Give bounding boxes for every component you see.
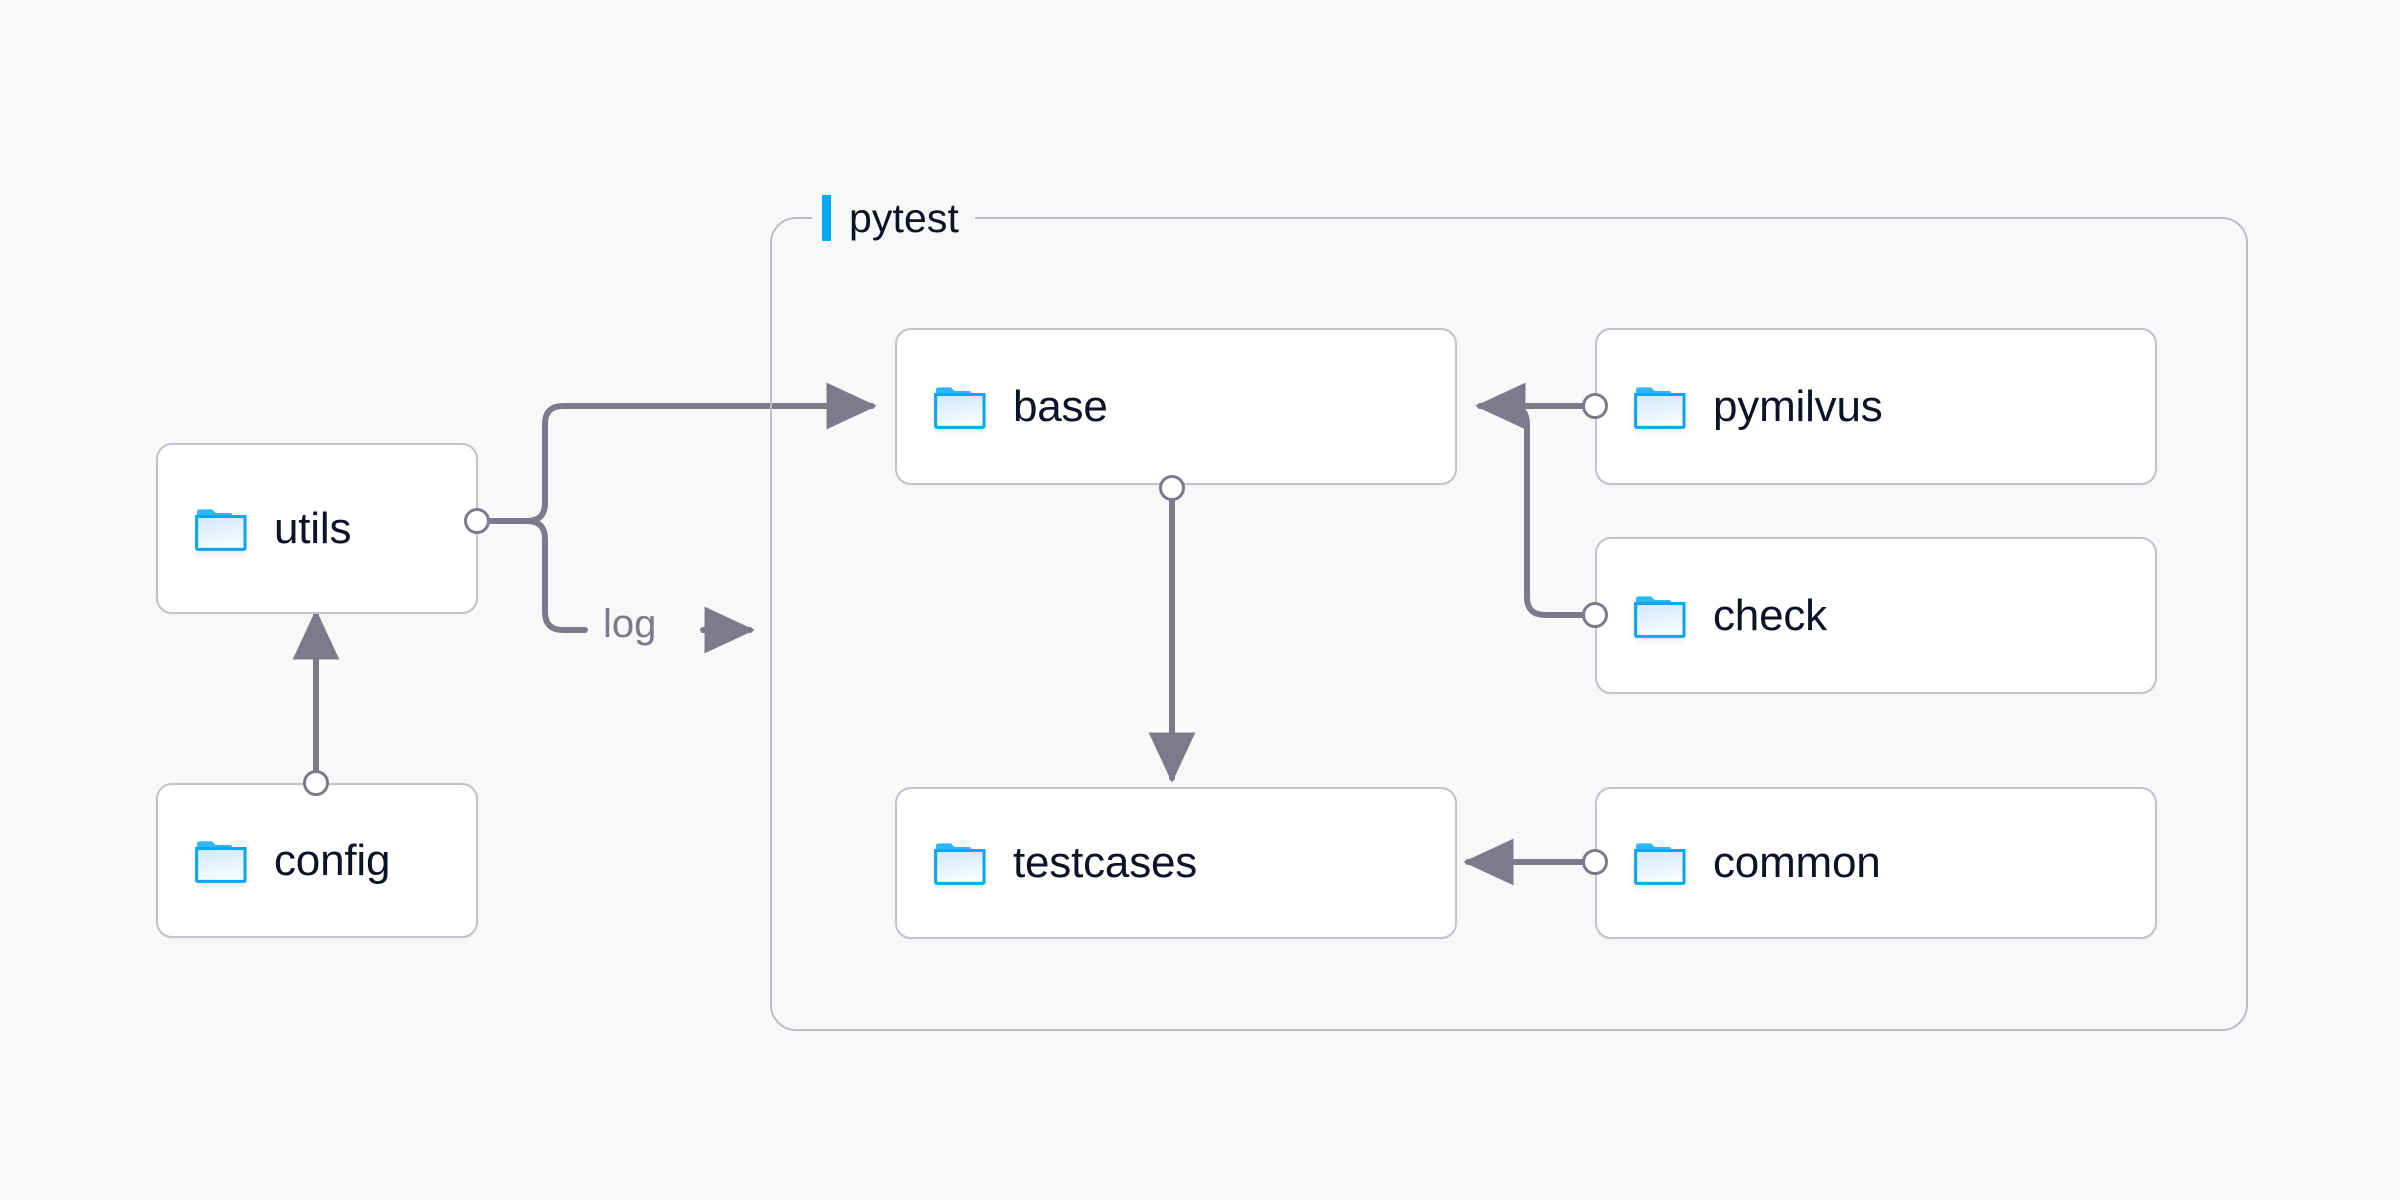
folder-icon	[1634, 595, 1686, 638]
edge-utils-to-log	[524, 518, 588, 633]
port-pymilvus-left[interactable]	[1582, 393, 1608, 419]
node-config[interactable]: config	[156, 783, 478, 938]
node-pymilvus-label: pymilvus	[1713, 381, 1883, 431]
node-pymilvus-content: pymilvus	[1597, 382, 1883, 432]
node-testcases-label: testcases	[1013, 838, 1198, 887]
folder-icon	[195, 840, 247, 883]
node-config-content: config	[158, 836, 390, 886]
node-common[interactable]: common	[1595, 787, 2157, 939]
node-base-label: base	[1013, 381, 1108, 431]
folder-icon	[934, 386, 986, 429]
node-testcases-content: testcases	[897, 838, 1197, 888]
port-base-bottom[interactable]	[1159, 475, 1185, 501]
group-title-label: pytest	[849, 194, 959, 241]
port-common-left[interactable]	[1582, 849, 1608, 875]
group-title-pytest: pytest	[812, 188, 975, 248]
port-check-left[interactable]	[1582, 602, 1608, 628]
port-utils-right[interactable]	[464, 508, 490, 534]
folder-icon	[934, 843, 986, 885]
node-common-content: common	[1597, 838, 1881, 888]
node-utils-label: utils	[274, 503, 352, 553]
node-config-label: config	[274, 835, 391, 885]
folder-icon	[1634, 843, 1686, 885]
port-config-top[interactable]	[303, 770, 329, 796]
node-base-content: base	[897, 382, 1108, 432]
node-check[interactable]: check	[1595, 537, 2157, 694]
group-accent-bar	[822, 195, 831, 241]
node-check-content: check	[1597, 591, 1827, 641]
folder-icon	[1634, 386, 1686, 429]
node-check-label: check	[1713, 590, 1827, 640]
node-utils-content: utils	[158, 504, 351, 554]
node-pymilvus[interactable]: pymilvus	[1595, 328, 2157, 485]
edge-label-log: log	[603, 602, 657, 646]
node-base[interactable]: base	[895, 328, 1457, 485]
folder-icon	[195, 508, 247, 551]
node-utils[interactable]: utils	[156, 443, 478, 614]
node-testcases[interactable]: testcases	[895, 787, 1457, 939]
group-container-pytest	[770, 217, 2248, 1031]
node-common-label: common	[1713, 838, 1881, 887]
